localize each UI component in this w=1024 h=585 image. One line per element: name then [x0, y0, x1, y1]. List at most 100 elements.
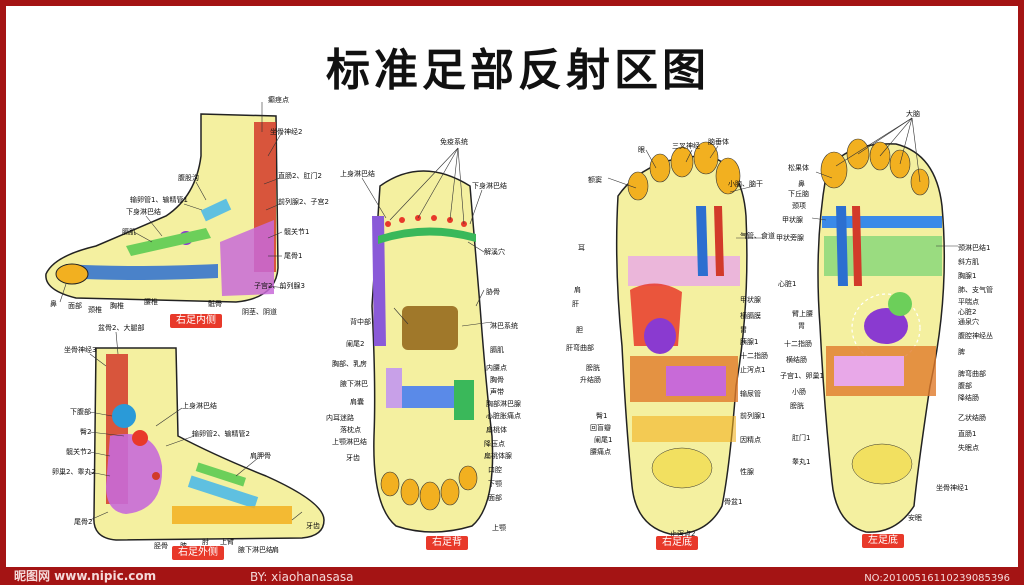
- sole-left-label: 平喘点: [958, 297, 979, 306]
- sole-right-label: 肝: [572, 300, 579, 308]
- sole-right-label: 骨盆1: [724, 497, 742, 506]
- sole-left-label: 子宫1、卵巢1: [780, 371, 824, 380]
- top-label: 落枕点: [340, 425, 361, 434]
- inner-label: 鼻: [50, 299, 57, 308]
- sole-left-label: 脾弯曲部: [958, 369, 986, 378]
- sole-left-label: 心脏2: [958, 307, 976, 316]
- outer-leader-lines: [89, 331, 303, 521]
- sole-right-label: 止泻点1: [740, 365, 765, 374]
- sole-right-label: 臀1: [596, 412, 607, 420]
- top-leader-lines: [361, 147, 493, 327]
- top-label: 降压点: [484, 439, 505, 448]
- top-label: 免疫系统: [440, 137, 468, 146]
- top-label: 下颚: [488, 480, 502, 488]
- sole-right-label: 胆: [576, 326, 583, 334]
- sole-right-label: 气管、食道: [740, 231, 775, 240]
- sole-left-label: 胸腺1: [958, 271, 976, 280]
- outer-label: 胫骨: [154, 542, 168, 550]
- top-label: 声带: [490, 387, 504, 396]
- sole-left-label: 甲状旁腺: [776, 233, 804, 242]
- top-label: 胸骨: [490, 375, 504, 384]
- sole-left-label: 失眠点: [958, 443, 979, 452]
- sole-left-label: 鼻: [798, 179, 805, 188]
- inner-label: 阴茎、阴道: [242, 307, 277, 316]
- inner-label: 骶骨: [208, 299, 222, 308]
- sole-right-label: 肝弯曲部: [566, 343, 594, 352]
- top-label: 下身淋巴结: [472, 181, 507, 190]
- sole-left-label: 甲状腺: [782, 215, 803, 224]
- top-label: 上身淋巴结: [340, 169, 375, 178]
- sole-right-label: 止泻点2: [670, 529, 695, 538]
- top-label: 牙齿: [346, 454, 360, 462]
- sole-left-label: 乙状结肠: [958, 413, 986, 422]
- outer-label: 肩: [272, 545, 279, 554]
- inner-label: 腰椎: [144, 297, 158, 306]
- sole-left-label: 腹部: [958, 381, 972, 390]
- inner-label: 面部: [68, 301, 82, 310]
- caption-right-sole: 右足底: [656, 536, 698, 550]
- sole-left-label: 大脑: [906, 109, 920, 118]
- sole-right-label: 十二指肠: [740, 351, 768, 360]
- sole-right-labels: 眼 三叉神经 脑垂体 额窦 小脑、脑干 气管、食道 耳 肩 甲状腺 肝 横膈膜 …: [566, 137, 775, 538]
- top-label: 内耳迷路: [326, 413, 354, 422]
- sole-left-label: 肺、支气管: [958, 285, 993, 294]
- sole-left-label: 直肠1: [958, 429, 976, 438]
- outer-label: 尾骨2: [74, 518, 92, 526]
- inner-label: 颈椎: [88, 305, 102, 314]
- inner-label: 输卵管1、输精管1: [130, 195, 188, 204]
- outer-label: 卵巢2、睾丸2: [52, 467, 96, 476]
- sole-right-label: 因精点: [740, 435, 761, 444]
- top-label: 胸部、乳房: [332, 359, 367, 368]
- sole-right-label: 阑尾1: [594, 435, 612, 444]
- top-label: 肩囊: [350, 397, 364, 406]
- caption-right-outer: 右足外侧: [172, 546, 224, 560]
- sole-right-label: 额窦: [588, 175, 602, 184]
- sole-left-label: 臂上腰: [792, 309, 813, 318]
- sole-left-label: 颈项: [792, 202, 806, 210]
- inner-label: 髋关节1: [284, 227, 309, 236]
- outer-label: 坐骨神经3: [64, 345, 96, 354]
- top-label: 扁桃体腺: [484, 451, 512, 460]
- outer-label: 盆骨2、大腿部: [98, 323, 144, 332]
- inner-label: 直肠2、肛门2: [278, 171, 322, 180]
- outer-label: 输卵管2、输精管2: [192, 429, 250, 438]
- sole-left-label: 下丘脑: [788, 189, 809, 198]
- sole-left-label: 松果体: [788, 163, 809, 172]
- top-label: 上颚淋巴结: [332, 437, 367, 446]
- sole-right-label: 性腺: [740, 467, 754, 476]
- sole-right-label: 甲状腺: [740, 295, 761, 304]
- inner-label: 膈肌: [122, 228, 136, 236]
- top-label: 心脏胀痛点: [486, 411, 521, 420]
- watermark-bar: 昵图网 www.nipic.com BY: xiaohanasasa NO:20…: [0, 567, 1024, 585]
- sole-left-label: 胃: [798, 322, 805, 330]
- sole-right-label: 回盲瓣: [590, 423, 611, 432]
- sole-right-label: 输尿管: [740, 389, 761, 398]
- caption-right-inner: 右足内侧: [170, 314, 222, 328]
- outer-labels: 盆骨2、大腿部 坐骨神经3 上身淋巴结 下腹部 臀2 输卵管2、输精管2 髋关节…: [52, 323, 320, 554]
- top-label: 扁桃体: [486, 425, 507, 434]
- sole-right-label: 膀胱: [586, 363, 600, 372]
- outer-label: 牙齿: [306, 522, 320, 530]
- watermark-author: BY: xiaohanasasa: [250, 570, 354, 584]
- top-label: 阑尾2: [346, 339, 364, 348]
- inner-label: 下身淋巴结: [126, 207, 161, 216]
- outer-label: 髋关节2: [66, 447, 91, 456]
- sole-left-label: 十二指肠: [784, 339, 812, 348]
- sole-left-label: 安眠: [908, 513, 922, 522]
- right-foot-inner-illustration: [45, 113, 279, 303]
- sole-right-label: 前列腺1: [740, 411, 765, 420]
- sole-right-label: 三叉神经: [672, 141, 700, 150]
- sole-left-label: 肛门1: [792, 433, 810, 442]
- inner-label: 胸椎: [110, 301, 124, 310]
- sole-right-label: 横膈膜: [740, 311, 761, 320]
- sole-right-label: 眼: [638, 146, 645, 154]
- sole-right-label: 耳: [578, 244, 585, 252]
- top-label: 解溪穴: [484, 247, 505, 256]
- top-label: 内腰点: [486, 363, 507, 372]
- sole-right-label: 腰痛点: [590, 447, 611, 456]
- right-sole-illustration: [615, 141, 748, 535]
- outer-label: 臀2: [80, 428, 91, 436]
- outer-label: 膝: [180, 541, 187, 550]
- sole-right-label: 小脑、脑干: [728, 179, 763, 188]
- sole-left-label: 腹腔神经丛: [958, 331, 993, 340]
